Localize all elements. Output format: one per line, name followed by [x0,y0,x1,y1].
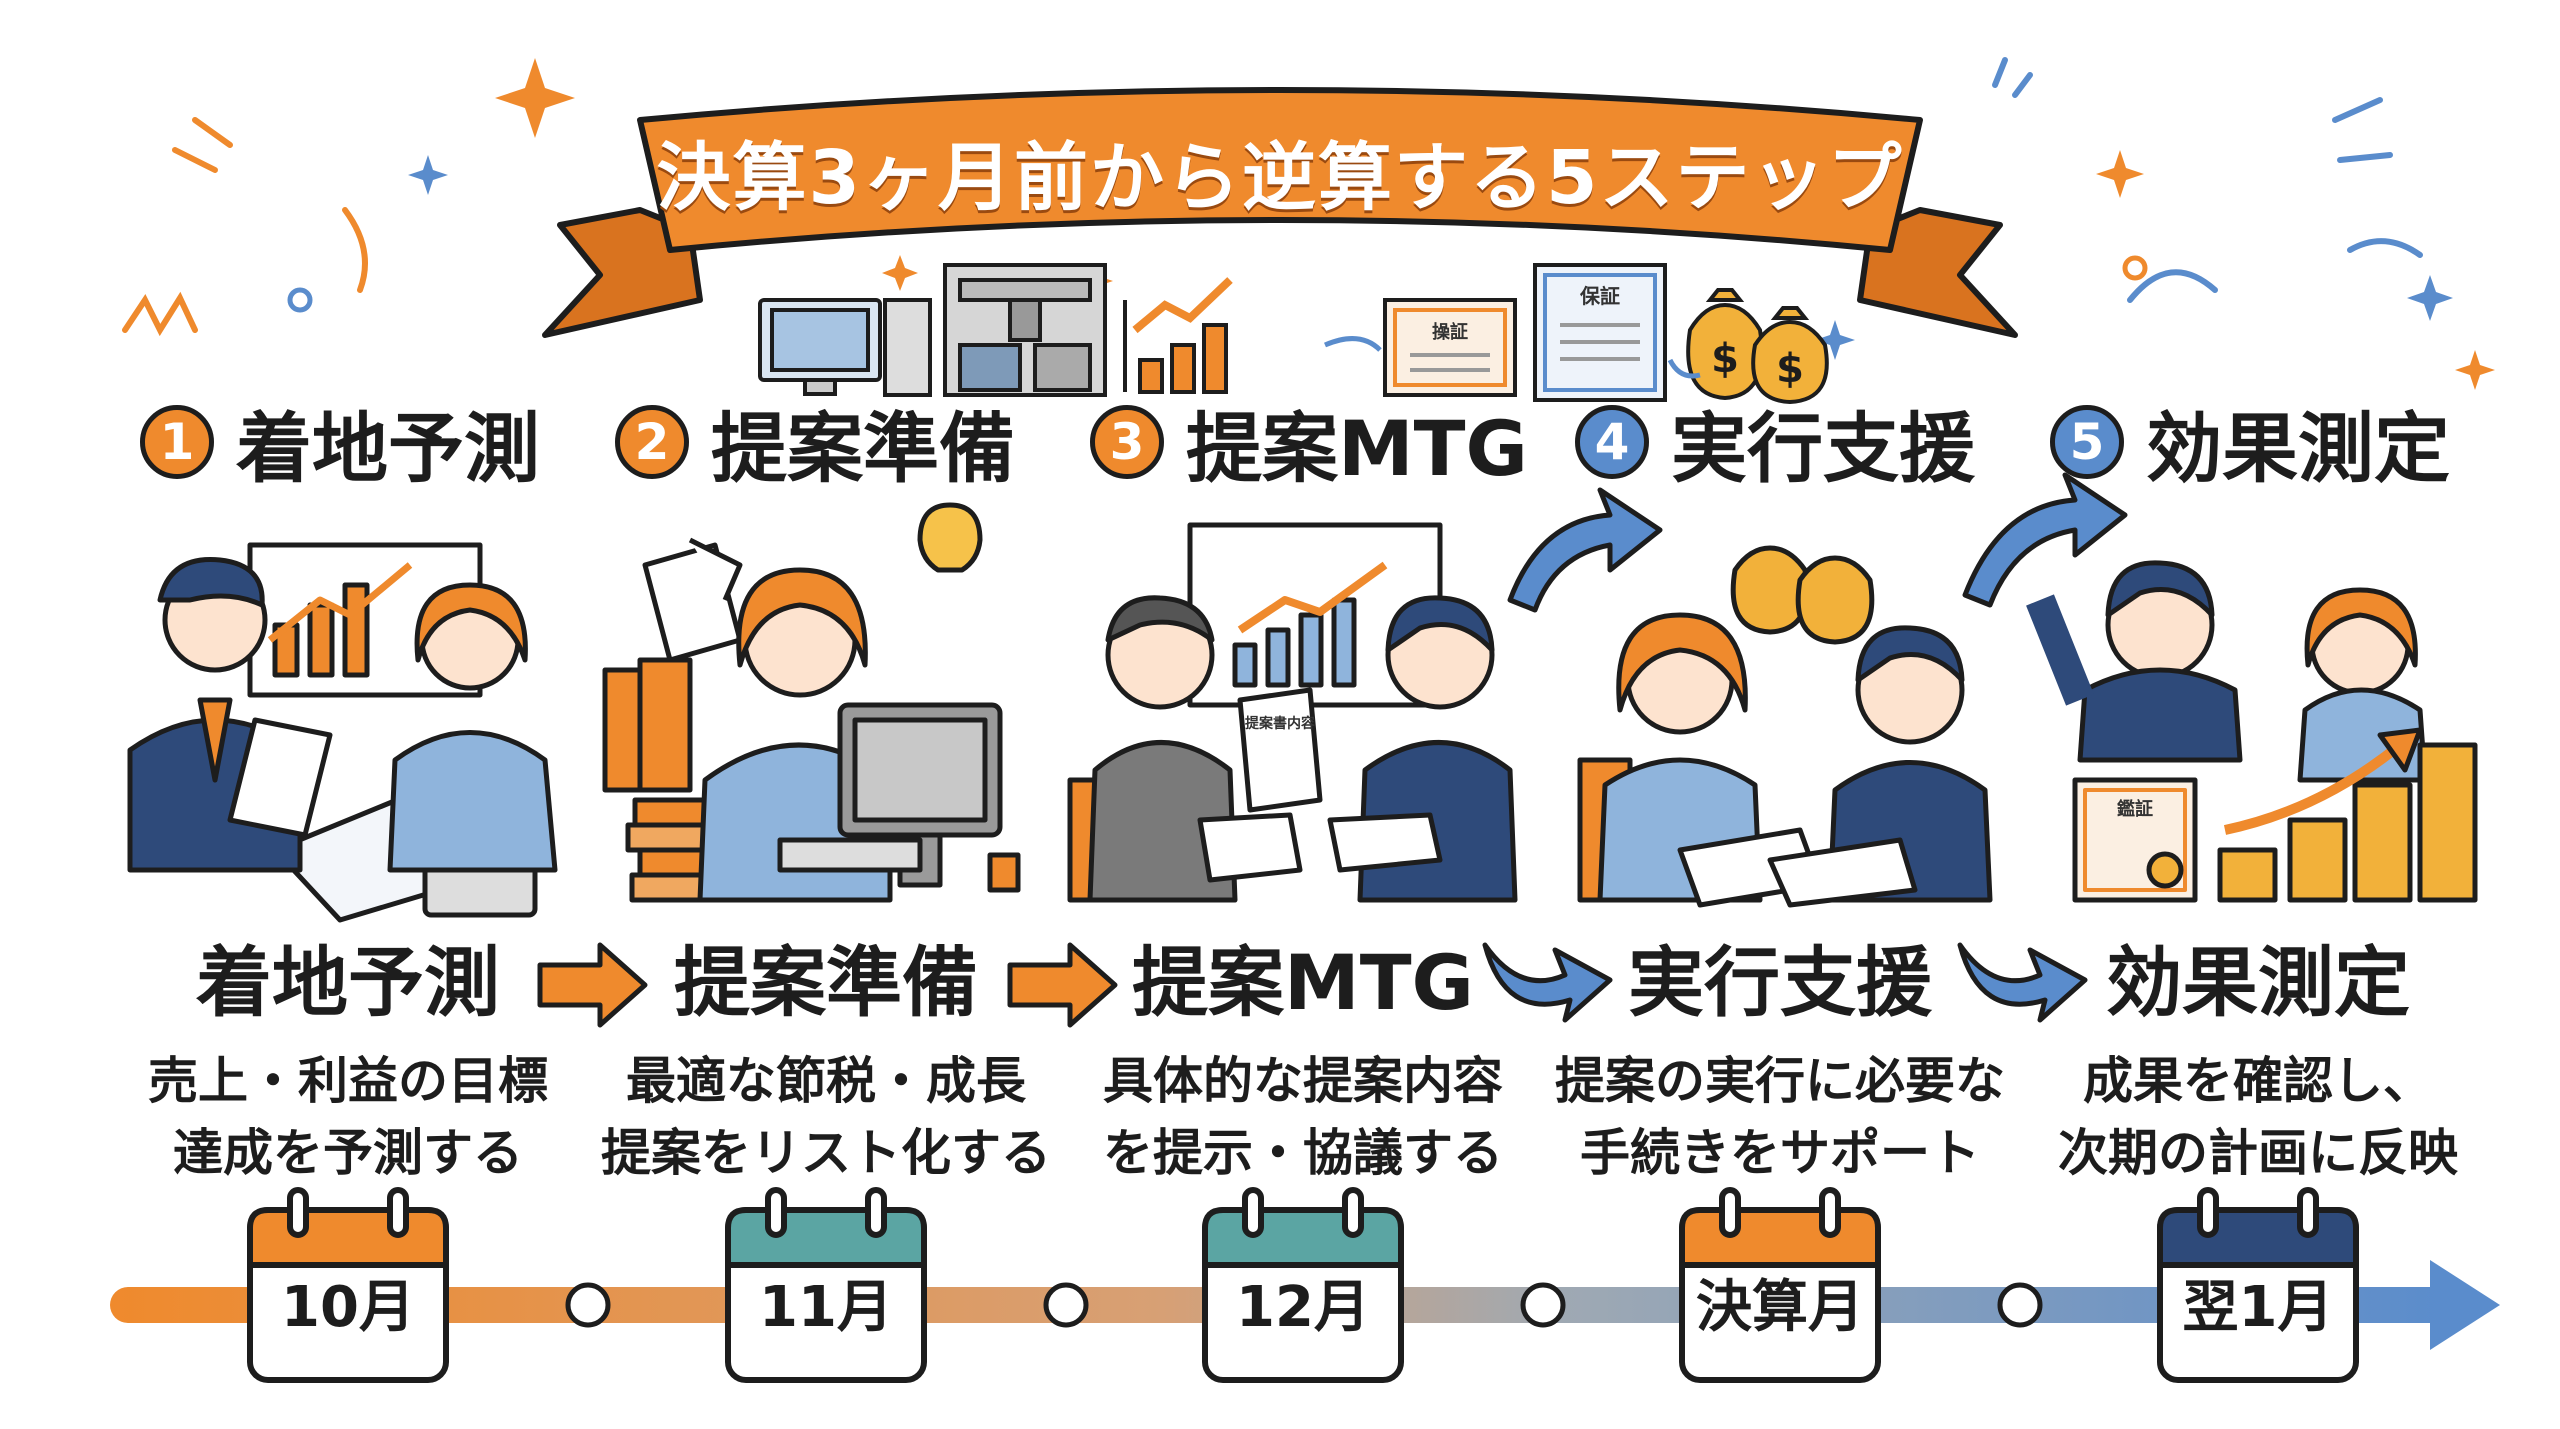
money-bag-icon [1730,545,1810,635]
arrow-icon [1957,942,2088,1023]
plant-icon [987,852,1021,893]
step-number-badge: 5 [2050,405,2124,479]
dot-decoration [2122,255,2148,281]
certificate-label-1: 操証 [1432,321,1468,343]
step-heading: 実行支援 [1671,404,1975,493]
step-header-3: 3 提案MTG [1090,392,1528,493]
step-heading: 効果測定 [2146,404,2450,493]
timeline-node [565,1282,611,1328]
arrow-icon [1962,472,2128,608]
step-card-title: 実行支援 [1628,938,1932,1027]
timeline-arrowhead [2430,1260,2500,1350]
calendar-month-label: 10月 [281,1275,415,1340]
certificate-label-2: 保証 [1579,284,1620,308]
sparkle-icon [2096,150,2144,198]
step-number-badge: 3 [1090,405,1164,479]
machine-icon [943,263,1107,397]
page-title: 決算3ヶ月前から逆算する5ステップ [656,135,1904,221]
calendar-icon [2157,1187,2359,1383]
calendar-month-label: 11月 [759,1275,893,1340]
scene-illustrations: 提案書内容 [127,472,2478,923]
step-card-3: 提案MTG 具体的な提案内容 を提示・協議する [1073,935,1533,1189]
ribbon-body [637,87,1923,253]
sparkle-icon [495,58,575,138]
calendar-icon [725,1187,927,1383]
dot-decoration [287,287,313,313]
flow-arrows [537,942,2088,1028]
step-header-4: 4 実行支援 [1575,392,1975,493]
proposal-document-label: 提案書内容 [1245,715,1315,732]
step-description-line: 最適な節税・成長 [626,1052,1026,1110]
step-description-line: を提示・協議する [1103,1124,1503,1182]
step-heading: 着地予測 [236,404,540,493]
step-number-badge: 1 [140,405,214,479]
step-card-5: 効果測定 成果を確認し、 次期の計画に反映 [2028,935,2488,1189]
calendars [247,1187,2359,1383]
step-description-line: 売上・利益の目標 [148,1052,548,1110]
sparkle-icon [408,155,448,195]
step-card-title: 提案準備 [674,938,978,1027]
step-header-1: 1 着地予測 [140,392,540,493]
step-card-4: 実行支援 提案の実行に必要な 手続きをサポート [1550,935,2010,1189]
sparkle-icon [1815,320,1855,360]
calendar-month-label: 12月 [1236,1275,1370,1340]
arrow-icon [1507,487,1663,613]
step-heading: 提案MTG [1186,404,1528,493]
growth-chart-icon [1123,277,1233,394]
timeline-node [1520,1282,1566,1328]
step-card-2: 提案準備 最適な節税・成長 提案をリスト化する [596,935,1056,1189]
coin-stack-icon [2217,742,2478,903]
calendar-icon [247,1187,449,1383]
step-description-line: 成果を確認し、 [2083,1052,2433,1110]
step-description-line: 提案の実行に必要な [1555,1052,2005,1110]
money-symbol: $ [1776,346,1804,392]
sparkle-icon [2407,275,2453,321]
step-card-title: 効果測定 [2106,938,2410,1027]
money-bag-icon [1686,288,1829,405]
timeline-node [1997,1282,2043,1328]
result-certificate-label: 鑑証 [2117,798,2153,820]
step-description-line: 具体的な提案内容 [1103,1052,1503,1110]
calendar-month-label: 決算月 [1696,1275,1864,1340]
arrow-icon [1482,942,1613,1023]
timeline-node [1043,1282,1089,1328]
step-number-badge: 2 [615,405,689,479]
sparkle-icon [882,255,918,291]
scene-preparation [602,502,1021,903]
top-icons: 操証 保証 $ $ [758,263,1829,405]
step-description-line: 達成を予測する [173,1124,523,1182]
step-card-title: 提案MTG [1132,938,1474,1027]
sparkle-icon [2455,350,2495,390]
calendar-icon [1202,1187,1404,1383]
calendar-icon [1679,1187,1881,1383]
step-header-5: 5 効果測定 [2050,392,2450,493]
scene-results: 鑑証 [1962,472,2478,903]
step-description-line: 次期の計画に反映 [2058,1124,2458,1182]
money-bag-icon [1795,555,1875,645]
step-number-badge: 4 [1575,405,1649,479]
step-description-line: 提案をリスト化する [601,1124,1051,1182]
certificate-icon [1383,298,1517,397]
sparkle-decorations [122,57,2495,390]
lightbulb-icon [917,502,983,573]
money-symbol: $ [1711,336,1739,382]
step-card-title: 着地予測 [196,938,500,1027]
scene-meeting: 提案書内容 [1067,522,1518,903]
step-header-2: 2 提案準備 [615,392,1015,493]
scene-support [1507,487,1993,908]
arrow-icon [537,942,648,1028]
calendar-month-label: 翌1月 [2182,1275,2334,1340]
computer-icon [758,298,932,397]
step-card-1: 着地予測 売上・利益の目標 達成を予測する [118,935,578,1189]
arrow-icon [1007,942,1118,1028]
step-description-line: 手続きをサポート [1580,1124,1980,1182]
certificate-icon [1533,263,1667,402]
step-heading: 提案準備 [711,404,1015,493]
title-ribbon [542,87,2018,338]
scene-forecast [127,542,558,923]
